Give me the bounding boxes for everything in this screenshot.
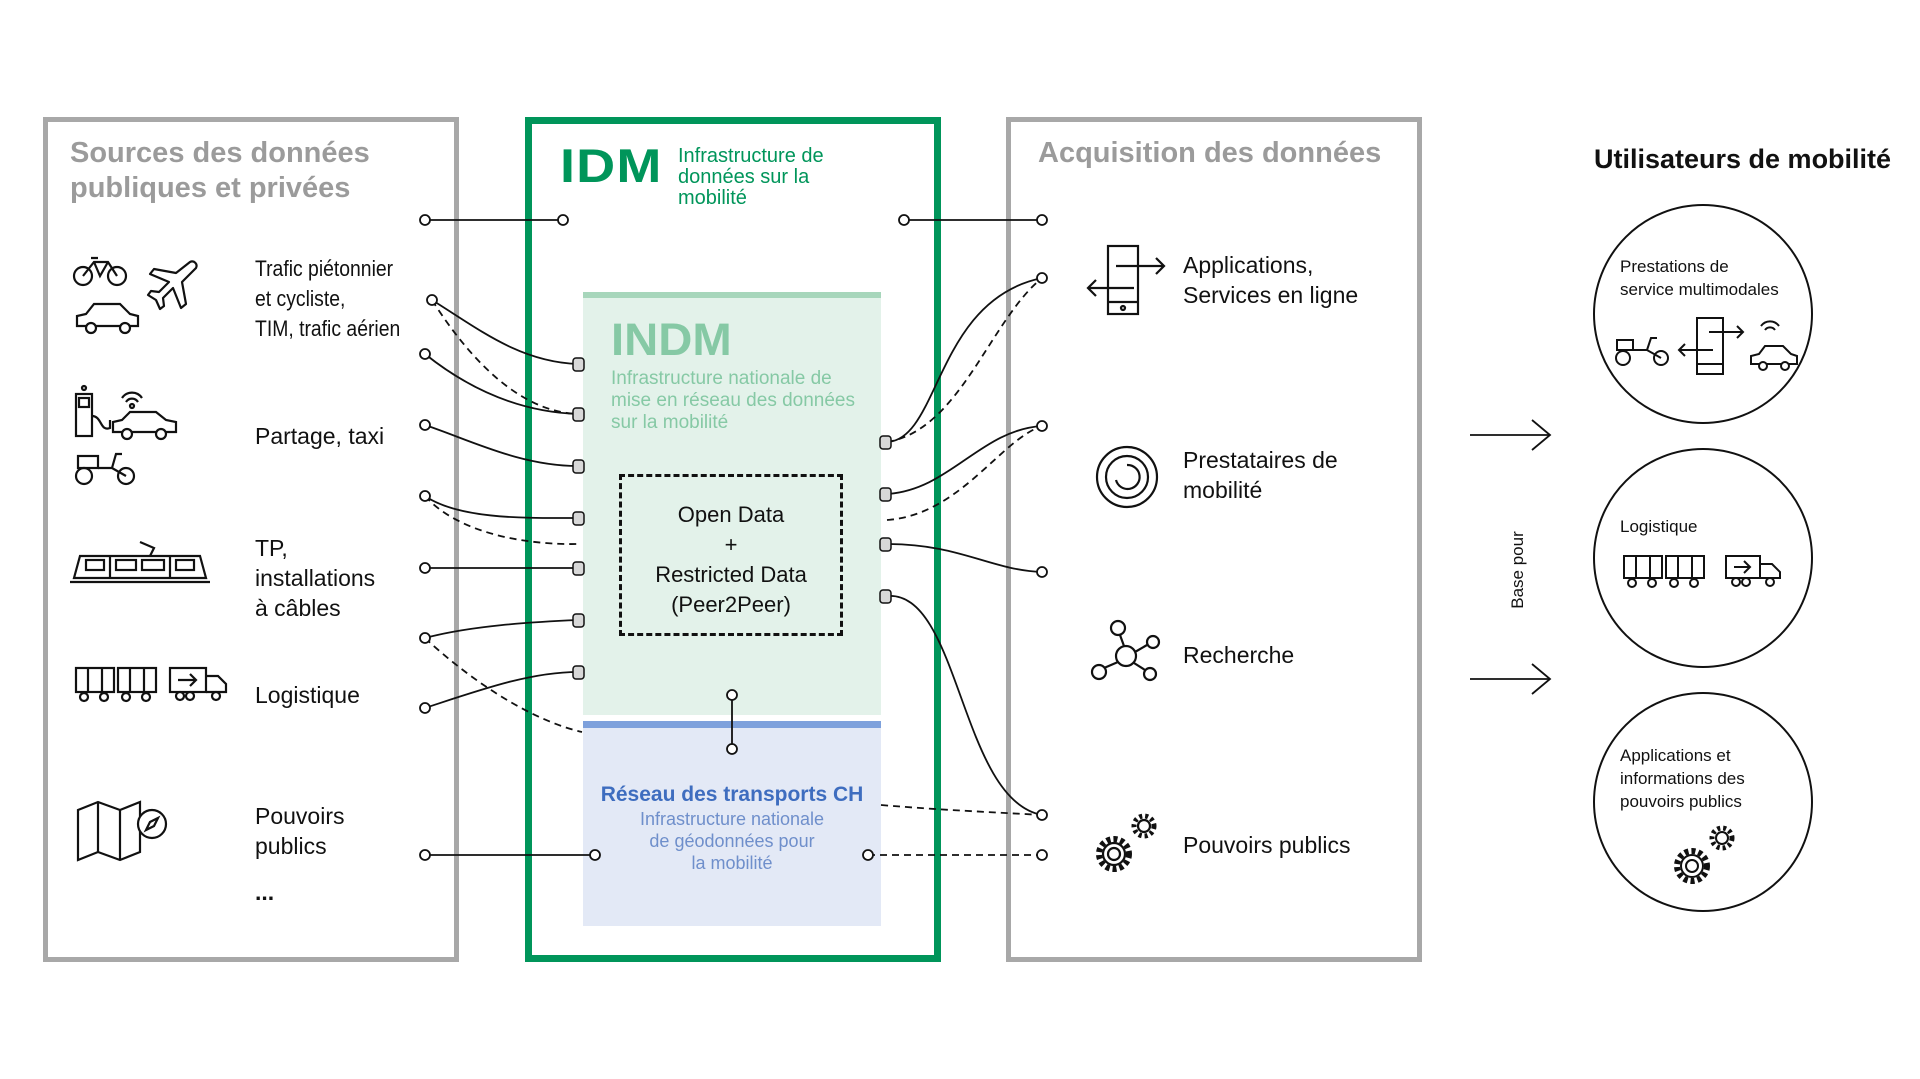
- acq-label-public: Pouvoirs publics: [1183, 832, 1351, 858]
- airplane-icon: [146, 260, 198, 311]
- indm-block: [583, 292, 881, 715]
- user-circle-logistics: [1593, 448, 1813, 668]
- acq-label-providers: Prestataires de mobilité: [1183, 447, 1338, 503]
- user-label-logistics: Logistique: [1620, 517, 1698, 536]
- indm-logo: INDM: [611, 314, 732, 365]
- user-circle-multimodal: [1593, 204, 1813, 424]
- acquisition-title: Acquisition des données: [1038, 137, 1382, 169]
- users-title: Utilisateurs de mobilité: [1594, 144, 1892, 174]
- acq-label-research: Recherche: [1183, 642, 1295, 668]
- open-data-text: Open Data + Restricted Data (Peer2Peer): [655, 502, 807, 617]
- cargo-bike-icon: [74, 452, 136, 486]
- idm-logo: IDM: [560, 139, 663, 192]
- sources-title: Sources des données publiques et privées: [70, 137, 370, 204]
- user-label-multimodal: Prestations de service multimodales: [1620, 257, 1779, 299]
- freight-train-icon: [74, 666, 158, 703]
- source-label-tp: TP, installations à câbles: [255, 535, 376, 621]
- idm-subtitle: Infrastructure de données sur la mobilit…: [678, 145, 824, 209]
- map-compass-icon: [76, 800, 168, 862]
- open-data-box: [619, 474, 843, 636]
- multimodal-icon: [1615, 317, 1798, 375]
- base-label: Base pour: [1508, 531, 1527, 609]
- tram-icon: [70, 540, 210, 584]
- public-gears-icon: [1674, 825, 1735, 884]
- delivery-truck-icon: [168, 666, 228, 702]
- acq-label-apps: Applications, Services en ligne: [1183, 252, 1359, 308]
- charging-station-icon: [74, 384, 112, 438]
- connected-car-icon: [111, 391, 178, 441]
- source-label-public: Pouvoirs publics: [255, 803, 345, 859]
- source-ellipsis: ...: [255, 879, 275, 905]
- network-block: [583, 721, 881, 926]
- research-network-icon: [1090, 619, 1161, 682]
- network-title: Réseau des transports CH: [600, 783, 864, 806]
- indm-subtitle: Infrastructure nationale de mise en rése…: [611, 368, 855, 433]
- gears-icon: [1096, 813, 1157, 872]
- bicycle-icon: [72, 256, 128, 287]
- acquisition-panel: [1006, 117, 1422, 962]
- mobility-provider-icon: [1095, 445, 1159, 509]
- car-icon: [75, 302, 140, 335]
- logistics-icon: [1623, 555, 1781, 588]
- source-label-logistics: Logistique: [255, 682, 360, 708]
- source-label-sharing: Partage, taxi: [255, 423, 385, 449]
- user-circle-public: [1593, 692, 1813, 912]
- network-subtitle: Infrastructure nationale de géodonnées p…: [639, 809, 825, 873]
- smartphone-arrows-icon: [1086, 244, 1166, 316]
- source-label-traffic: Trafic piétonnier et cycliste, TIM, traf…: [255, 256, 401, 341]
- user-label-public: Applications et informations des pouvoir…: [1620, 746, 1745, 811]
